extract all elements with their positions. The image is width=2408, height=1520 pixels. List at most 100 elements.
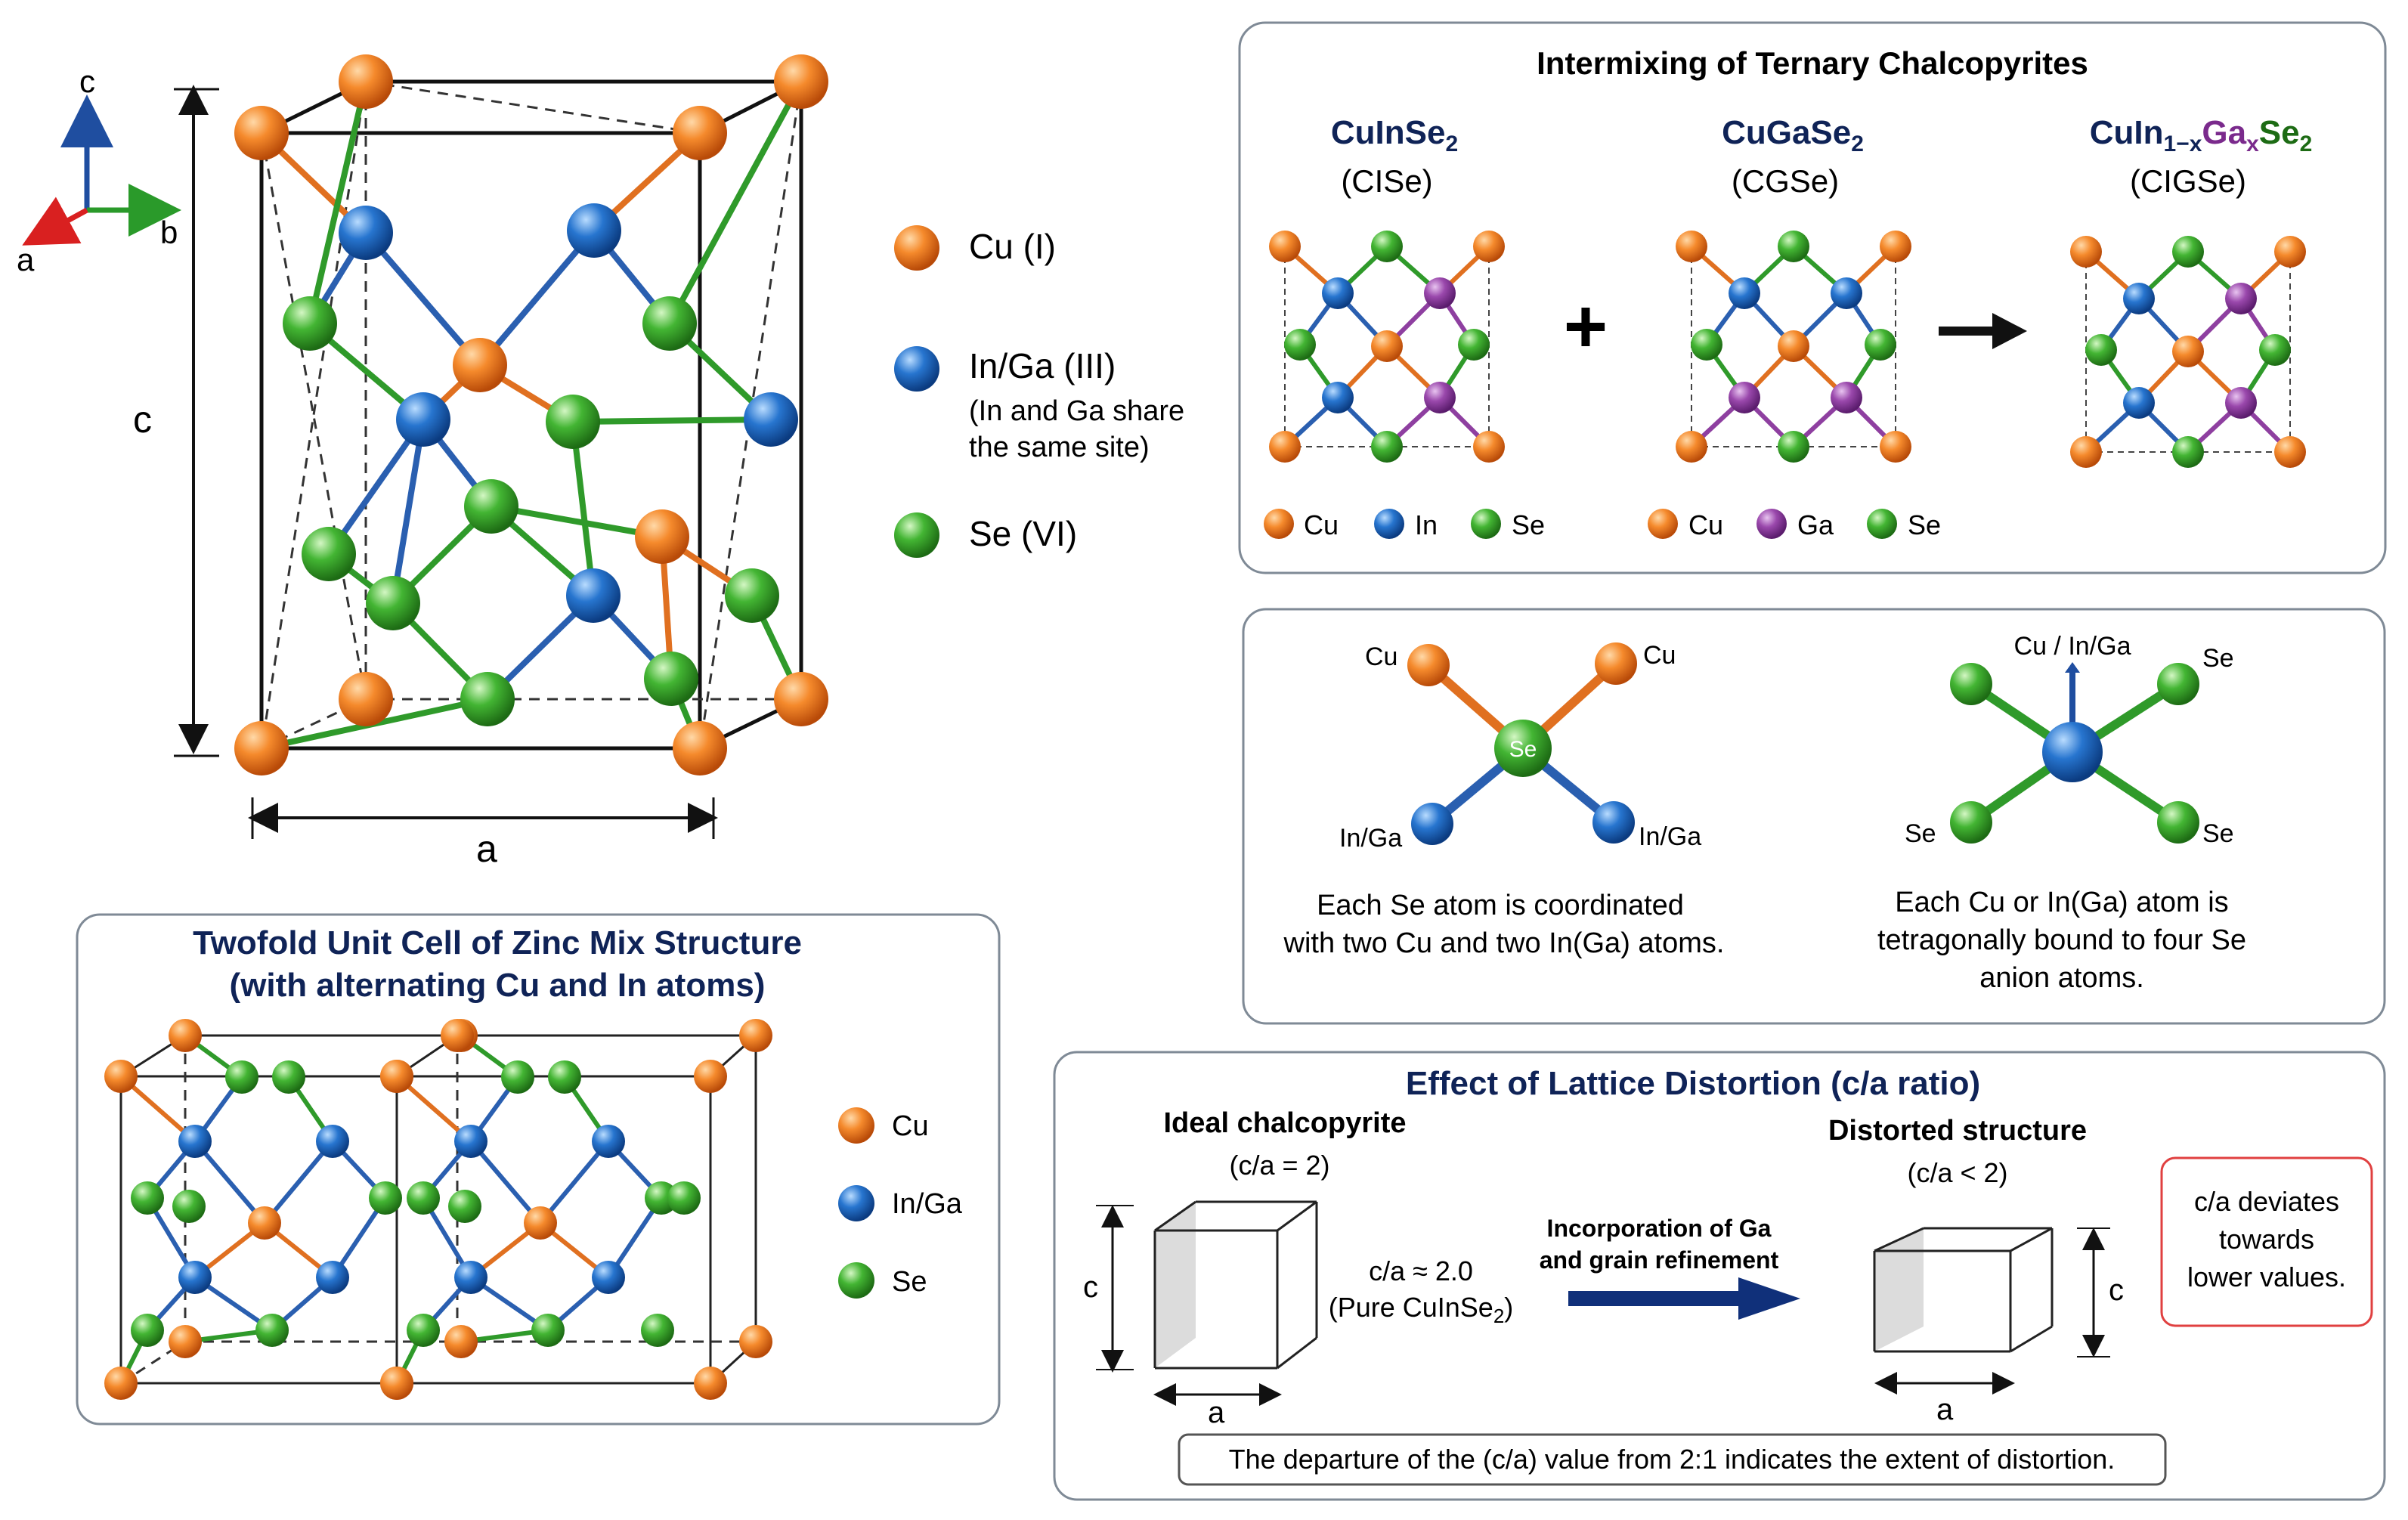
mini-cise-ga-atom [1424,277,1456,309]
main-cell-bond [326,416,426,557]
se-center-label: Se [1509,737,1537,762]
svg-text:Se: Se [2202,644,2234,673]
mini-cise-in-atom [1322,277,1354,309]
twofold-se-atom [369,1181,402,1215]
se-atom-bl [1950,801,1992,844]
main-cell-se-atom [366,576,420,630]
svg-text:Cu / In/Ga: Cu / In/Ga [2014,632,2131,661]
legend-inga-label: In/Ga (III) [969,346,1116,385]
distortion-arrow [1568,1277,1800,1320]
mini-cise-cu-atom [1269,231,1301,262]
main-cell-in-atom [566,568,621,623]
intermixing-legend-1: Cu In Se [1264,509,1545,540]
twofold-1-bond [469,1139,543,1225]
mini-cise-cu-atom [1371,330,1403,362]
twofold-title-2: (with alternating Cu and In atoms) [230,967,766,1004]
intermixing-legend-2: Cu Ga Se [1648,509,1941,540]
se-atom-tr [2157,663,2199,705]
main-cell-bond [363,230,483,368]
main-cell-se-atom [546,395,600,449]
cgse-formula: CuGaSe2 [1722,114,1864,156]
arrow-label-1: Incorporation of Ga [1547,1215,1772,1242]
svg-text:In/Ga: In/Ga [1639,822,1701,851]
inga-atom-1 [1411,803,1453,845]
twofold-cu-atom [694,1367,727,1400]
distortion-title: Effect of Lattice Distortion (c/a ratio) [1406,1065,1980,1102]
svg-text:Cu: Cu [1643,641,1676,670]
twofold-cu-atom [104,1367,138,1400]
cgse-name: (CGSe) [1732,163,1839,199]
main-cell-in-atom [339,206,393,260]
svg-text:Cu: Cu [1365,642,1397,671]
twofold-se-atom [272,1060,305,1094]
twofold-se-atom [531,1314,565,1347]
twofold-1-bond [538,1139,611,1225]
mini-cise-se-atom [1371,231,1403,262]
main-legend: Cu (I) In/Ga (III) (In and Ga share the … [894,225,1184,558]
twofold-se-atom [641,1314,674,1347]
mini-cgse-in-atom [1831,277,1862,309]
svg-text:Se: Se [892,1266,927,1298]
svg-text:Cu: Cu [1688,509,1723,540]
svg-text:a: a [1936,1393,1954,1426]
main-cell-bond [390,416,426,606]
mini-cigse-se-atom [2259,334,2291,366]
legend-se-label: Se (VI) [969,514,1077,553]
mini-cgse-cu-atom [1880,431,1911,463]
twofold-se-atom [548,1060,581,1094]
main-cell-se-atom [302,527,356,581]
main-cell-cu-atom [774,672,828,726]
main-cell-cu-atom [673,721,727,775]
twofold-se-atom [501,1060,534,1094]
ideal-value: c/a ≈ 2.0 [1369,1255,1473,1286]
cation-caption-1: Each Cu or In(Ga) atom is [1895,887,2228,918]
svg-text:towards: towards [2219,1224,2314,1255]
main-cell-cu-atom [339,54,393,109]
mini-cise-cu-atom [1473,231,1505,262]
distorted-title: Distorted structure [1828,1115,2087,1147]
se-atom-tl [1950,663,1992,705]
legend-cu-atom [894,225,939,271]
main-cell-cu-atom [453,338,507,392]
svg-text:Cu: Cu [1304,509,1339,540]
plus-sign: + [1564,284,1608,369]
main-cell-se-atom [725,568,779,623]
mini-cise-cu-atom [1473,431,1505,463]
twofold-se-atom [667,1181,701,1215]
mini-cgse-cu-atom [1778,330,1809,362]
legend-inga-note-1: (In and Ga share [969,395,1184,427]
twofold-cu-atom [380,1367,413,1400]
cise-mini-structure [1269,231,1505,463]
twofold-cu-atom [380,1060,413,1093]
svg-text:In/Ga: In/Ga [892,1188,963,1220]
mini-cgse-cu-atom [1676,431,1707,463]
distortion-footer: The departure of the (c/a) value from 2:… [1178,1433,2167,1486]
mini-cgse-se-atom [1778,231,1809,262]
cu-atom-1 [1407,644,1450,686]
svg-text:In/Ga: In/Ga [1339,824,1402,853]
twofold-se-atom [407,1314,440,1347]
intermixing-title: Intermixing of Ternary Chalcopyrites [1537,45,2088,81]
twofold-0-bond [193,1139,267,1225]
svg-text:The departure of the (c/a) val: The departure of the (c/a) value from 2:… [1229,1444,2116,1475]
mini-cigse-se-atom [2172,436,2204,468]
main-cell-bond [667,79,804,327]
main-cell-se-atom [460,672,515,726]
mini-cigse-se-atom [2085,334,2117,366]
svg-text:c: c [1083,1271,1098,1304]
svg-text:In: In [1415,509,1438,540]
mini-cgse-ga-atom [1831,382,1862,413]
svg-text:Se: Se [1905,819,1936,848]
axis-b-label: b [160,215,178,250]
main-cell-bond [488,503,665,540]
svg-text:Se: Se [2202,819,2234,848]
main-cell-cu-atom [234,721,289,775]
mini-cigse-cu-atom [2070,236,2102,268]
combine-arrow [1939,313,2027,349]
legend-inga-atom [894,346,939,392]
mini-cgse-se-atom [1865,329,1896,361]
mini-cgse-cu-atom [1676,231,1707,262]
axis-a-label: a [17,242,35,277]
distortion-panel: Effect of Lattice Distortion (c/a ratio)… [1053,1051,2386,1501]
cation-caption-3: anion atoms. [1979,962,2144,994]
